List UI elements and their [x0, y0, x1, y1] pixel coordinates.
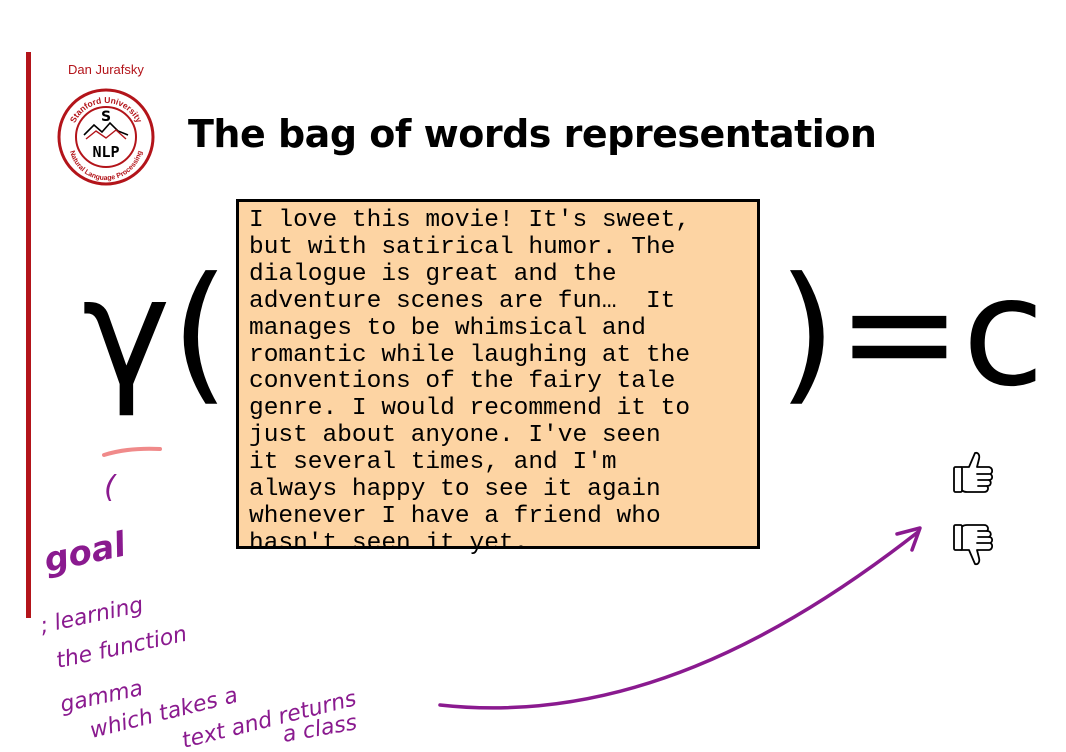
annot-which-takes: which takes a [87, 683, 240, 744]
thumbs-down-icon [953, 524, 994, 566]
annot-the-function: the function [54, 622, 189, 674]
annot-text-returns: text and returns [179, 686, 359, 752]
annot-goal: goal [41, 524, 131, 581]
formula-equals-class: )=c [778, 246, 1045, 420]
logo-letter: S [101, 109, 111, 125]
review-text: I love this movie! It's sweet, but with … [249, 207, 691, 557]
logo-nlp: NLP [92, 143, 119, 161]
author-name: Dan Jurafsky [68, 62, 144, 77]
annot-gamma: gamma [58, 676, 145, 718]
slide-title: The bag of words representation [188, 112, 877, 156]
thumbs-up-icon [953, 451, 994, 493]
pink-underline [102, 446, 162, 457]
stanford-nlp-logo: Stanford University Natural Language Pro… [57, 88, 155, 186]
annot-paren: ( [104, 470, 117, 505]
formula-gamma: γ( [82, 246, 230, 420]
accent-bar [26, 52, 31, 618]
annot-a-class: a class [281, 710, 359, 748]
annot-learning: ; learning [38, 593, 145, 639]
annot-arrow [438, 530, 920, 710]
annot-arrowhead [895, 526, 922, 552]
review-text-box: I love this movie! It's sweet, but with … [236, 199, 760, 557]
